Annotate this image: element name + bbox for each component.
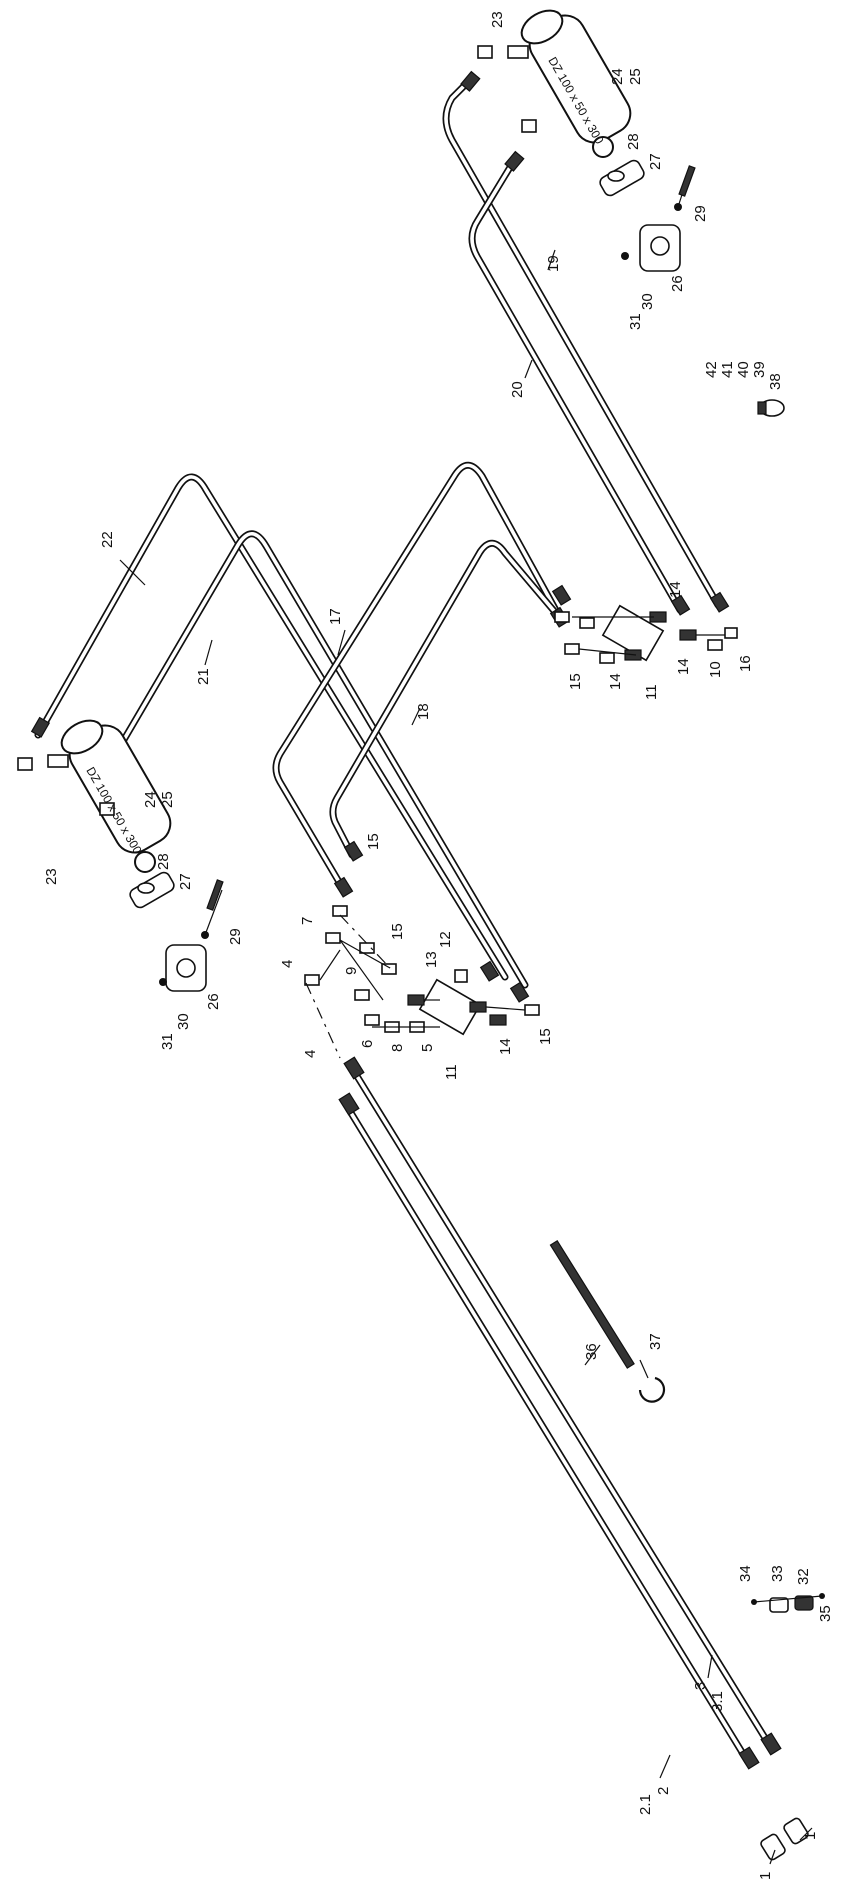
label-3-1: 3.1: [709, 1691, 726, 1712]
label-14-a: 14: [667, 581, 684, 598]
label-21: 21: [195, 668, 212, 685]
pipe-3: [348, 1064, 774, 1750]
label-29-right: 29: [692, 205, 709, 222]
fitting-38: [757, 399, 785, 417]
label-24-right: 24: [609, 68, 626, 85]
label-26-right: 26: [669, 275, 686, 292]
label-41: 41: [719, 361, 736, 378]
label-3: 3: [692, 1682, 709, 1690]
pipe-18: [329, 539, 564, 859]
pipe-19: [442, 76, 722, 609]
clevis-assembly-right: [599, 159, 696, 272]
label-34: 34: [737, 1565, 754, 1582]
label-31-left: 31: [159, 1033, 176, 1050]
label-15-d: 15: [537, 1028, 554, 1045]
label-22: 22: [99, 531, 116, 548]
label-23-left: 23: [43, 868, 60, 885]
label-4-upper: 4: [279, 960, 296, 968]
label-15-b: 15: [365, 833, 382, 850]
pipe-2: [344, 1104, 752, 1766]
label-9: 9: [343, 967, 360, 975]
label-leaders: [119, 249, 813, 1865]
label-4-lower: 4: [302, 1050, 319, 1058]
label-10: 10: [707, 661, 724, 678]
label-2: 2: [655, 1787, 672, 1795]
label-17: 17: [327, 608, 344, 625]
label-6: 6: [359, 1040, 376, 1048]
label-29-left: 29: [227, 928, 244, 945]
label-40: 40: [735, 361, 752, 378]
label-31-right: 31: [627, 313, 644, 330]
label-14-d: 14: [497, 1038, 514, 1055]
part-labels: 1 1 2.1 2 3 3.1 4 4 5 6 7 8 9 10 11 11 1…: [43, 11, 834, 1880]
valve-block-right: [554, 604, 738, 664]
label-28-left: 28: [155, 853, 172, 870]
label-11-left: 11: [443, 1064, 460, 1080]
label-28-right: 28: [625, 133, 642, 150]
threaded-rod-36: [549, 1239, 635, 1369]
label-19: 19: [545, 255, 562, 272]
label-11-right: 11: [643, 684, 660, 700]
pipe-22: [34, 473, 509, 981]
label-25-right: 25: [627, 68, 644, 85]
label-27-right: 27: [647, 153, 664, 170]
clevis-assembly-left: [129, 871, 224, 992]
clamp-parts-32-35: [751, 1593, 825, 1613]
label-27-left: 27: [177, 873, 194, 890]
label-14-b: 14: [675, 658, 692, 675]
valve-block-left: [304, 905, 540, 1059]
label-33: 33: [769, 1565, 786, 1582]
label-13: 13: [423, 951, 440, 968]
label-32: 32: [795, 1568, 812, 1585]
label-24-left: 24: [142, 791, 159, 808]
label-30-left: 30: [175, 1013, 192, 1030]
label-16: 16: [737, 655, 754, 672]
label-30-right: 30: [639, 293, 656, 310]
label-14-c: 14: [607, 673, 624, 690]
pipe-17: [272, 461, 562, 896]
label-2-1: 2.1: [637, 1794, 654, 1815]
label-25-left: 25: [159, 791, 176, 808]
label-5: 5: [419, 1044, 436, 1052]
label-36: 36: [583, 1343, 600, 1360]
label-26-left: 26: [205, 993, 222, 1010]
label-37: 37: [647, 1333, 664, 1350]
label-12: 12: [437, 931, 454, 948]
pipe-end-fittings: [30, 70, 782, 1770]
label-39: 39: [751, 361, 768, 378]
label-1: 1: [802, 1832, 819, 1840]
label-23-top: 23: [489, 11, 506, 28]
label-1-bottom: 1: [757, 1872, 774, 1880]
label-15-a: 15: [567, 673, 584, 690]
pipe-21: [108, 530, 529, 989]
label-38: 38: [767, 373, 784, 390]
pipe-20: [468, 160, 684, 614]
label-42: 42: [703, 361, 720, 378]
label-18: 18: [415, 703, 432, 720]
label-8: 8: [389, 1044, 406, 1052]
label-15-c: 15: [389, 923, 406, 940]
label-20: 20: [509, 381, 526, 398]
label-35: 35: [817, 1605, 834, 1622]
circlip-37: [638, 1376, 666, 1403]
label-7: 7: [299, 917, 316, 925]
